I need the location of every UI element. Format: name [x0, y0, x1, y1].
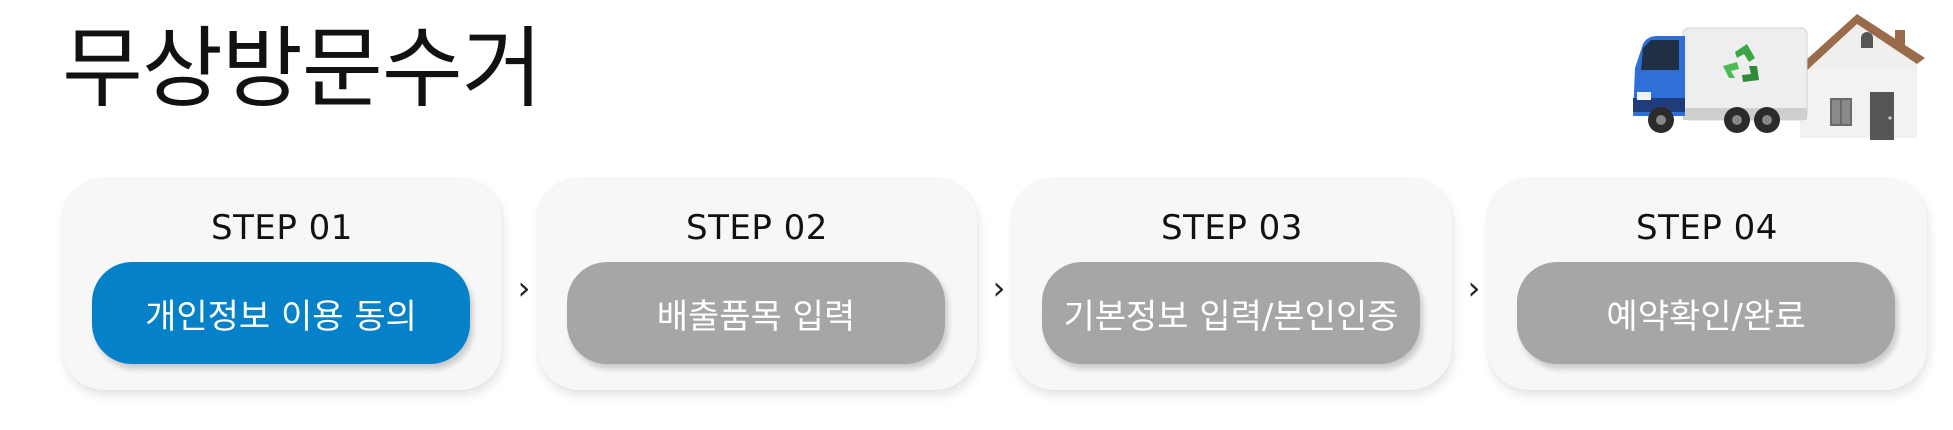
page-title: 무상방문수거 — [62, 18, 542, 119]
chevron-right-icon: › — [987, 270, 1011, 306]
step-label: STEP 03 — [1012, 208, 1452, 248]
step-1-button[interactable]: 개인정보 이용 동의 — [92, 262, 470, 364]
step-card-1: STEP 01 개인정보 이용 동의 — [62, 178, 502, 390]
step-4-button[interactable]: 예약확인/완료 — [1517, 262, 1895, 364]
chevron-right-icon: › — [1462, 270, 1486, 306]
step-card-2: STEP 02 배출품목 입력 — [537, 178, 977, 390]
house-icon — [1795, 14, 1925, 140]
step-card-4: STEP 04 예약확인/완료 — [1487, 178, 1927, 390]
step-label: STEP 04 — [1487, 208, 1927, 248]
recycling-truck-house-icon — [1625, 8, 1935, 158]
step-3-button[interactable]: 기본정보 입력/본인인증 — [1042, 262, 1420, 364]
step-label: STEP 01 — [62, 208, 502, 248]
step-label: STEP 02 — [537, 208, 977, 248]
step-progress: STEP 01 개인정보 이용 동의 › STEP 02 배출품목 입력 › S… — [62, 178, 1932, 393]
step-card-3: STEP 03 기본정보 입력/본인인증 — [1012, 178, 1452, 390]
truck-icon — [1633, 28, 1807, 133]
step-2-button[interactable]: 배출품목 입력 — [567, 262, 945, 364]
chevron-right-icon: › — [512, 270, 536, 306]
